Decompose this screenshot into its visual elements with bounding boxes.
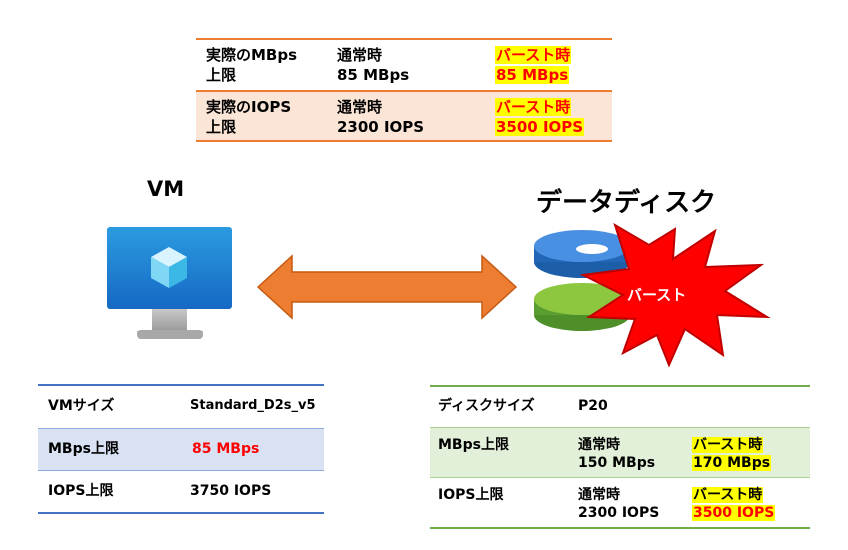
burst-label: バースト xyxy=(627,286,687,304)
disk-iops-label: IOPS上限 xyxy=(438,487,504,503)
disk-size-label: ディスクサイズ xyxy=(438,398,535,414)
vm-mbps-row: MBps上限 85 MBps xyxy=(38,428,324,470)
vm-mbps-value: 85 MBps xyxy=(192,441,260,457)
data-disk-title: データディスク xyxy=(536,188,717,218)
vm-iops-value: 3750 IOPS xyxy=(190,483,272,499)
vm-mbps-label: MBps上限 xyxy=(48,441,119,457)
disk-size-value: P20 xyxy=(578,398,608,414)
double-arrow-icon xyxy=(256,254,518,320)
vm-title: VM xyxy=(147,177,185,201)
vm-size-row: VMサイズ Standard_D2s_v5 xyxy=(38,386,324,428)
vm-iops-row: IOPS上限 3750 IOPS xyxy=(38,470,324,512)
azure-vm-icon xyxy=(107,227,232,339)
burst-star-icon xyxy=(579,222,771,368)
disk-mbps-label: MBps上限 xyxy=(438,437,509,453)
vm-size-value: Standard_D2s_v5 xyxy=(190,398,316,413)
vm-iops-label: IOPS上限 xyxy=(48,483,114,499)
vm-size-label: VMサイズ xyxy=(48,398,115,414)
disk-size-row: ディスクサイズ P20 xyxy=(430,387,810,427)
vm-spec-table: VMサイズ Standard_D2s_v5 MBps上限 85 MBps IOP… xyxy=(38,384,324,514)
